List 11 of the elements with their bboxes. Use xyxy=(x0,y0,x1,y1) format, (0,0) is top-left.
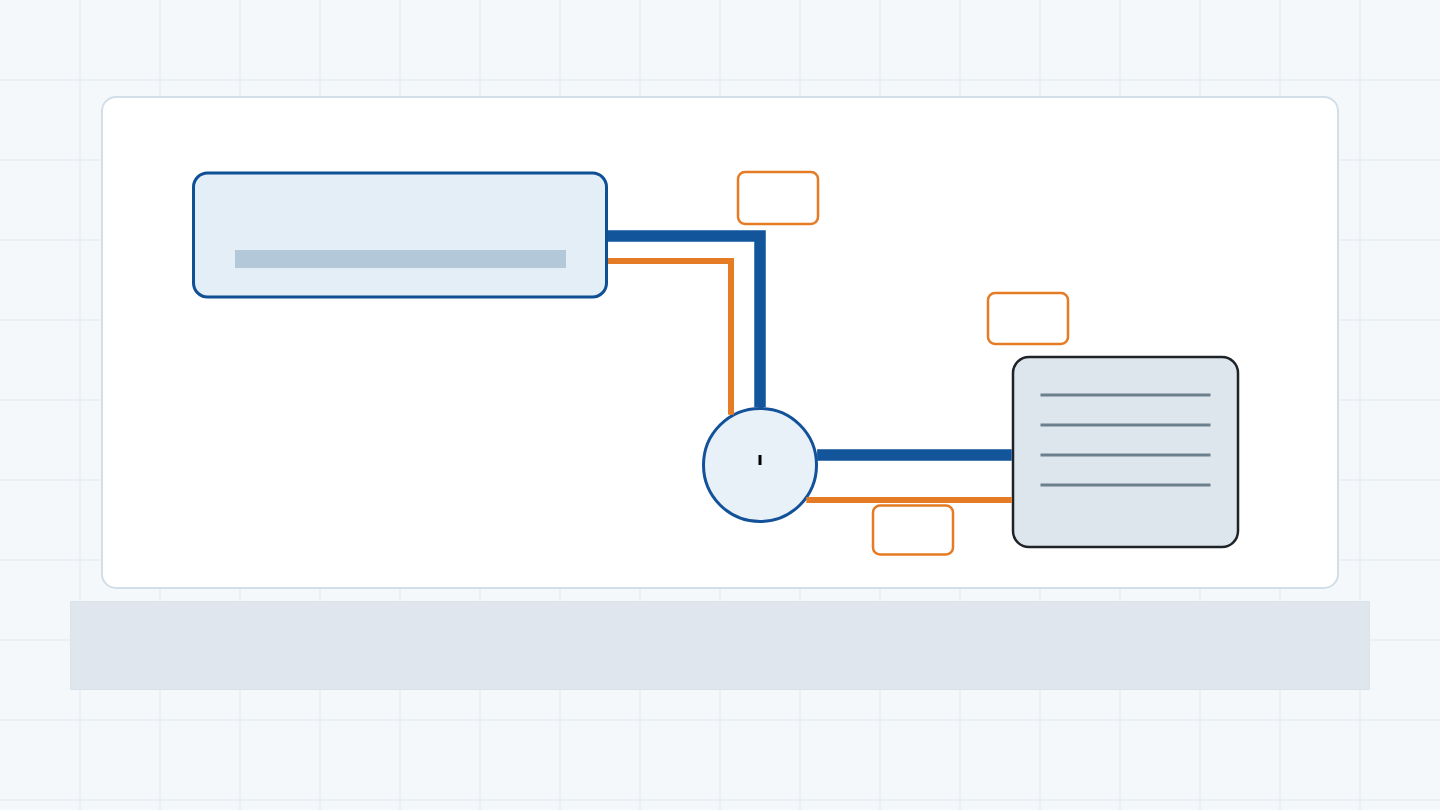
tag-box xyxy=(871,504,955,556)
caption-band xyxy=(70,601,1370,690)
outdoor-unit xyxy=(1011,355,1240,549)
indoor-unit xyxy=(192,171,608,299)
connector-line xyxy=(806,496,1012,503)
connector-line xyxy=(608,258,734,415)
junction-circle xyxy=(702,407,818,523)
connector-line xyxy=(608,230,766,407)
tag-box xyxy=(986,291,1070,346)
tag-box xyxy=(736,170,820,226)
connector-line xyxy=(817,449,1012,461)
